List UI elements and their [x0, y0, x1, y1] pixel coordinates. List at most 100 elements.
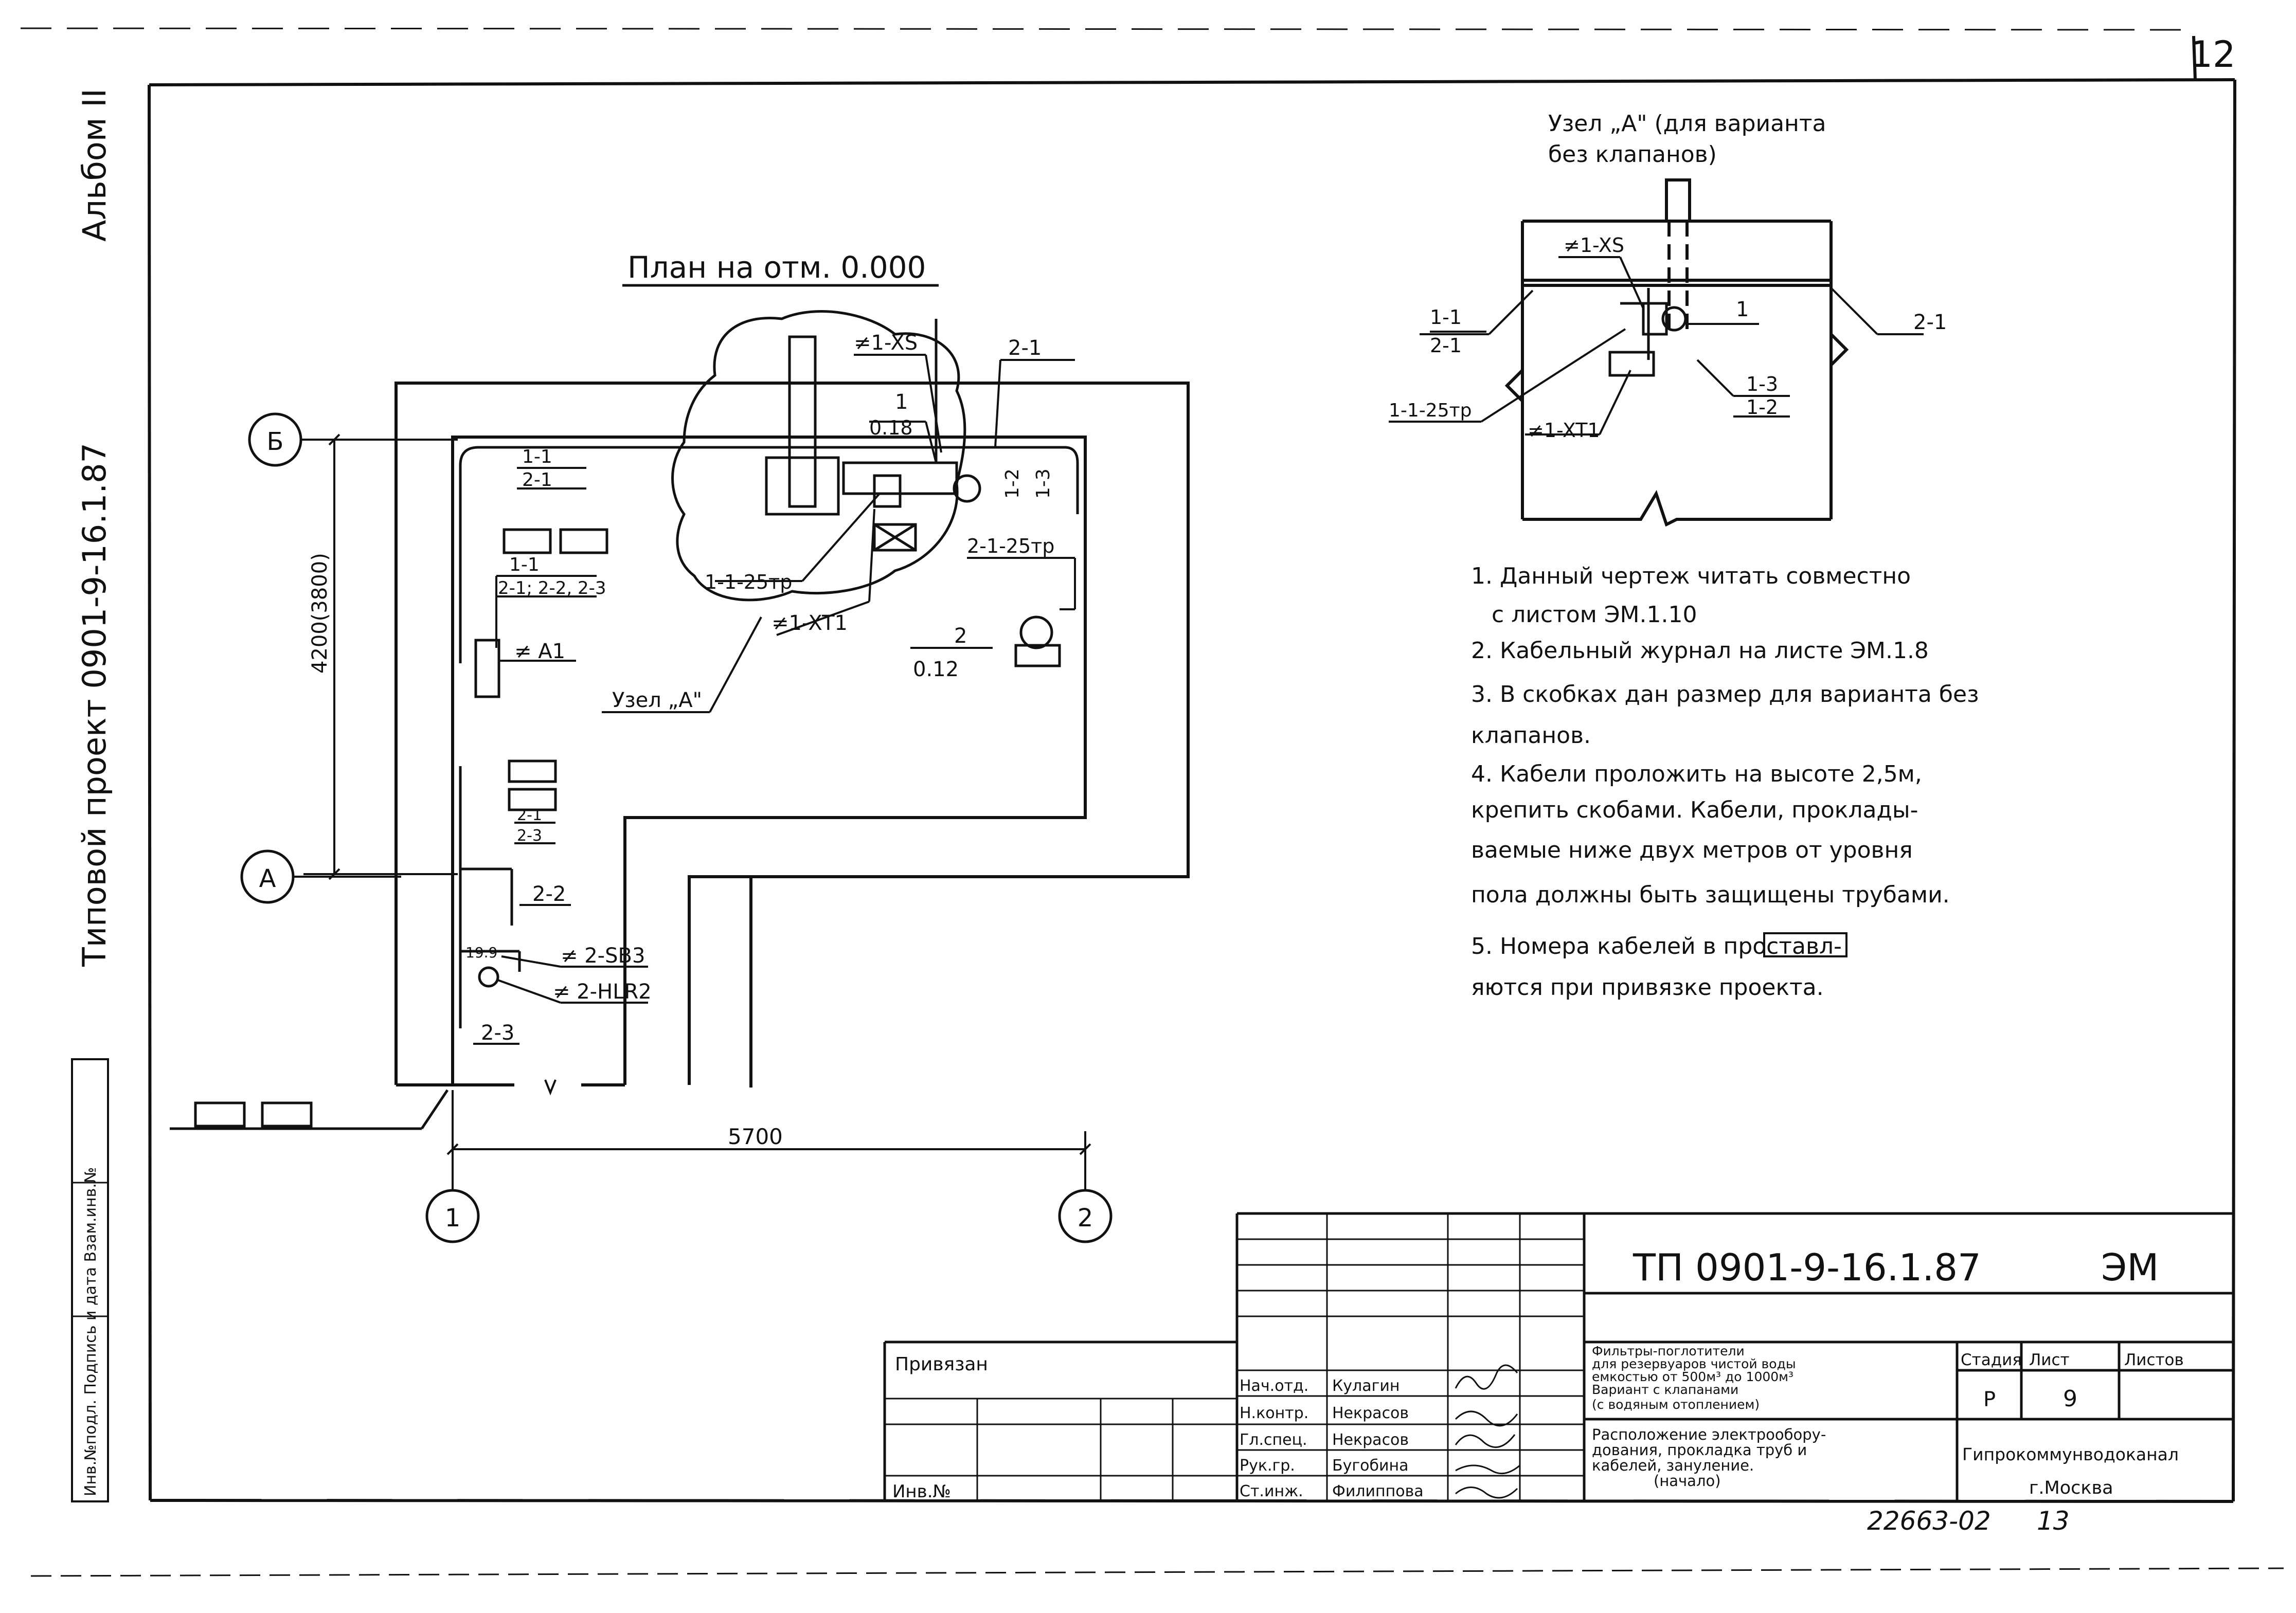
axis-marker-1: 1: [425, 1162, 480, 1243]
plan-stack-2-1: 2-1: [517, 806, 542, 824]
plan-cable-2-2: 2-2: [532, 882, 566, 906]
node-a-walls: [1504, 178, 1849, 527]
plan-sb3: ≠ 2-SB3: [561, 944, 645, 968]
stage-value: Р: [1983, 1388, 1996, 1411]
sheet-title-2: дования, прокладка труб и: [1592, 1441, 1807, 1459]
axis-a-label: А: [259, 864, 276, 893]
node-a-equipment: [1608, 288, 1687, 377]
staff-name-4: Бугобина: [1332, 1457, 1408, 1475]
plan-title: План на отм. 0.000: [627, 250, 926, 285]
bound-label: Привязан: [895, 1354, 988, 1375]
inv-fields-label: Инв.№подл. Подпись и дата Взам.инв.№: [82, 1167, 100, 1496]
signatures: [1455, 1364, 1520, 1499]
staff-name-5: Филиппова: [1332, 1482, 1424, 1500]
plan-xs-label: ≠1-XS: [854, 331, 918, 355]
desc-line-4: Вариант с клапанами: [1592, 1382, 1738, 1397]
sheet-corner-number: 12: [2190, 33, 2235, 76]
plan-pair1-bottom: 2-1: [522, 469, 552, 491]
staff-role-1: Нач.отд.: [1240, 1377, 1308, 1395]
plan-vert-1-3: 1-3: [1033, 468, 1054, 499]
note-line-10: 5. Номера кабелей в проставл-: [1471, 933, 1842, 959]
plan-mark-012: 0.12: [913, 658, 959, 681]
sheet-title-4: (начало): [1654, 1472, 1721, 1490]
archive-number: 22663-02: [1867, 1506, 1991, 1536]
note-line-1: 1. Данный чертеж читать совместно: [1471, 563, 1911, 589]
cable-run: [459, 446, 1079, 1028]
title-block-grid: [885, 1213, 1584, 1501]
plan-vert-1-2: 1-2: [1002, 468, 1023, 499]
plan-pair2-bottom: 2-1; 2-2, 2-3: [498, 578, 606, 599]
node-a-detail: Узел „А" (для варианта без клапанов): [1389, 111, 1947, 527]
note-line-5: клапанов.: [1471, 722, 1591, 749]
staff-role-5: Ст.инж.: [1240, 1482, 1303, 1500]
staff-name-1: Кулагин: [1332, 1377, 1400, 1395]
sheet-title-1: Расположение электрообору-: [1592, 1426, 1826, 1443]
node-a-tp: 1-1-25тр: [1389, 400, 1472, 421]
note-line-11: яются при привязке проекта.: [1471, 974, 1824, 1001]
stage-header: Стадия: [1961, 1351, 2022, 1369]
axis-marker-b: Б: [248, 412, 401, 467]
node-a-leaders: [1389, 256, 1924, 436]
note-line-6: 4. Кабели проложить на высоте 2,5м,: [1471, 761, 1922, 787]
title-mark: ЭМ: [2101, 1246, 2159, 1289]
desc-line-3: емкостью от 500м³ до 1000м³: [1592, 1369, 1793, 1384]
plan-value-19-9: 19.9: [465, 944, 497, 961]
staff-role-3: Гл.спец.: [1240, 1431, 1307, 1449]
sheets-header: Листов: [2124, 1351, 2184, 1369]
node-a-title-1: Узел „А" (для варианта: [1548, 111, 1826, 137]
building-outline: [394, 382, 1190, 1096]
note-line-3: 2. Кабельный журнал на листе ЭМ.1.8: [1471, 638, 1929, 664]
node-a-xt1: ≠1-XT1: [1528, 419, 1600, 442]
staff-name-2: Некрасов: [1332, 1404, 1409, 1422]
note-line-7: крепить скобами. Кабели, проклады-: [1471, 797, 1918, 823]
node-a-title-2: без клапанов): [1548, 141, 1717, 168]
plan-mark-2: 2: [954, 624, 967, 648]
plan-cable-2-1-top: 2-1: [1008, 336, 1042, 360]
staff-role-2: Н.контр.: [1240, 1404, 1308, 1422]
sheet-frame: [20, 27, 2284, 1577]
notes-block: 1. Данный чертеж читать совместно с лист…: [1471, 563, 1979, 1001]
node-a-left-top: 1-1: [1430, 306, 1462, 329]
note-line-4: 3. В скобках дан размер для варианта без: [1471, 681, 1979, 708]
node-a-xs: ≠1-XS: [1564, 234, 1624, 257]
note-line-8: ваемые ниже двух метров от уровня: [1471, 837, 1913, 863]
dim-vertical: 4200(3800): [308, 553, 332, 674]
project-label: Типовой проект 0901-9-16.1.87: [76, 443, 113, 967]
equipment-boxes: [474, 528, 1061, 988]
plan-xt1: ≠1-XT1: [772, 611, 848, 635]
node-a-left-bottom: 2-1: [1430, 334, 1462, 357]
cable-number-box-symbol: [1763, 932, 1847, 957]
pipe-assembly: [765, 319, 981, 552]
plan-cable-2-3: 2-3: [481, 1021, 514, 1045]
plan-pair2-top: 1-1: [509, 554, 540, 575]
plan-mark-1: 1: [895, 390, 908, 414]
node-a-r-1-3: 1-3: [1746, 373, 1778, 395]
node-a-right-2-1: 2-1: [1913, 311, 1947, 334]
node-a-r-1-2: 1-2: [1746, 396, 1778, 419]
axis-1-label: 1: [445, 1204, 461, 1233]
desc-line-5: (с водяным отоплением): [1592, 1397, 1760, 1412]
node-cloud: [671, 310, 966, 602]
outside-boxes: [170, 1089, 449, 1130]
axis-marker-2: 2: [1058, 1162, 1113, 1243]
sheet-value: 9: [2063, 1386, 2077, 1412]
album-label: Альбом II: [76, 88, 113, 242]
plan-pair1-top: 1-1: [522, 446, 552, 467]
dim-horizontal: 5700: [728, 1124, 783, 1149]
plan-hlr2: ≠ 2-HLR2: [553, 980, 652, 1004]
note-line-2: с листом ЭМ.1.10: [1492, 602, 1697, 628]
inv-label: Инв.№: [892, 1481, 951, 1502]
axis-b-label: Б: [267, 427, 284, 456]
plan-mark-018: 0.18: [869, 416, 913, 439]
axis-marker-a: А: [240, 849, 401, 904]
archive-page: 13: [2037, 1506, 2070, 1536]
desc-line-1: Фильтры-поглотители: [1592, 1344, 1745, 1358]
dimension-lines: [303, 433, 1091, 1162]
staff-role-4: Рук.гр.: [1240, 1457, 1295, 1475]
plan-a1: ≠ А1: [514, 640, 565, 663]
staff-name-3: Некрасов: [1332, 1431, 1409, 1449]
desc-line-2: для резервуаров чистой воды: [1592, 1356, 1796, 1371]
title-block: ТП 0901-9-16.1.87 ЭМ Привязан Инв.№ Нач.…: [883, 1212, 2233, 1536]
plan-node-a-label: Узел „А": [612, 688, 702, 712]
